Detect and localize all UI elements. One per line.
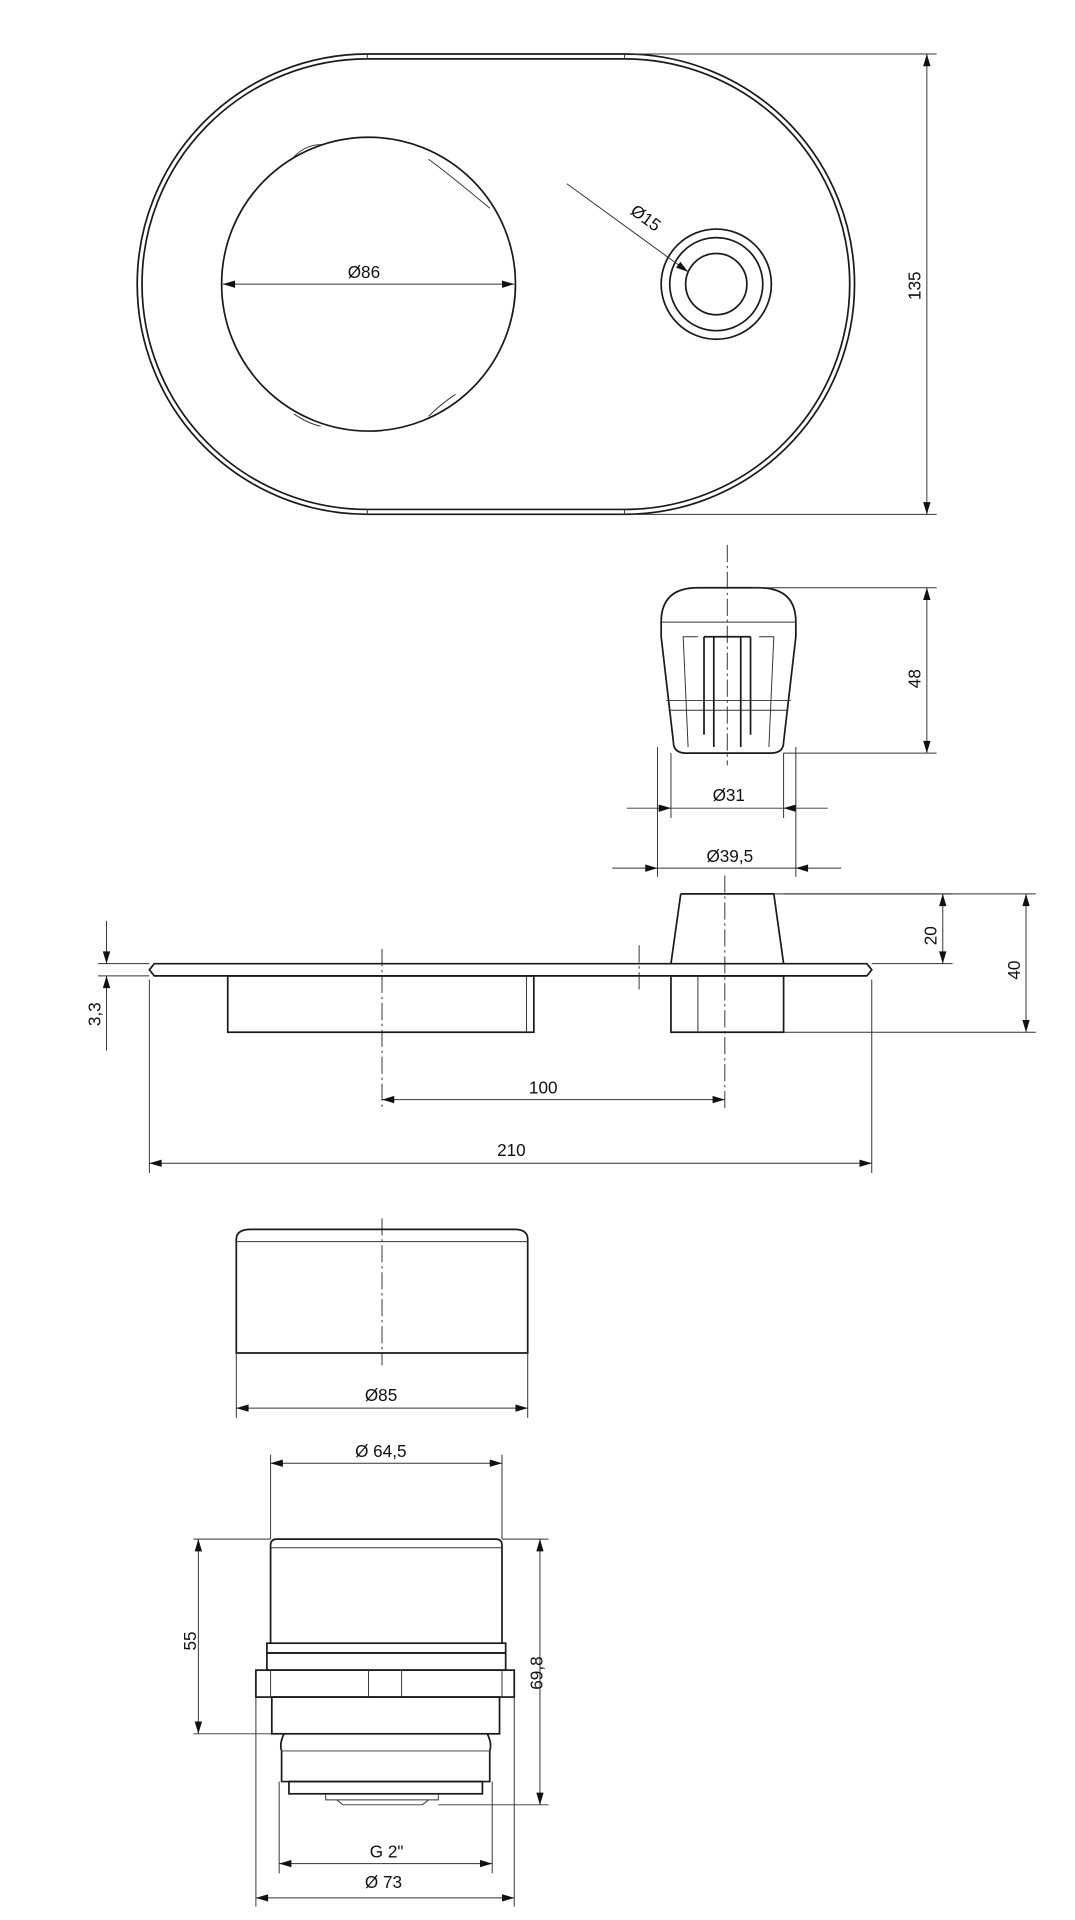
section-view: 20 40 3,3 100 210 [84,875,1036,1174]
dim-diameter-73: Ø 73 [365,1872,402,1892]
dim-thread-g2: G 2" [370,1841,404,1861]
dim-diameter-31: Ø31 [713,785,745,805]
knob-view: 48 Ø31 Ø39,5 [612,544,937,877]
dim-distance-100: 100 [529,1077,558,1097]
dim-diameter-15: Ø15 [627,200,665,235]
cap-view: Ø85 [235,1218,529,1418]
dim-height-40: 40 [1004,961,1024,980]
dim-diameter-39-5: Ø39,5 [706,846,753,866]
top-view: Ø86 Ø15 135 [136,53,937,516]
dim-diameter-64-5: Ø 64,5 [355,1441,406,1461]
dim-diameter-86: Ø86 [348,262,380,282]
drain-view: Ø 64,5 55 69,8 G 2" Ø 73 [180,1441,549,1907]
dim-height-135: 135 [905,271,925,300]
large-opening [220,136,517,432]
small-opening [660,228,773,341]
dim-height-20: 20 [921,926,941,945]
dim-thickness-3-3: 3,3 [84,1002,104,1026]
dim-diameter-85: Ø85 [365,1385,397,1405]
dim-height-69-8: 69,8 [526,1656,546,1689]
dim-length-210: 210 [497,1140,526,1160]
dim-height-48: 48 [905,669,925,688]
dim-height-55: 55 [180,1631,200,1650]
